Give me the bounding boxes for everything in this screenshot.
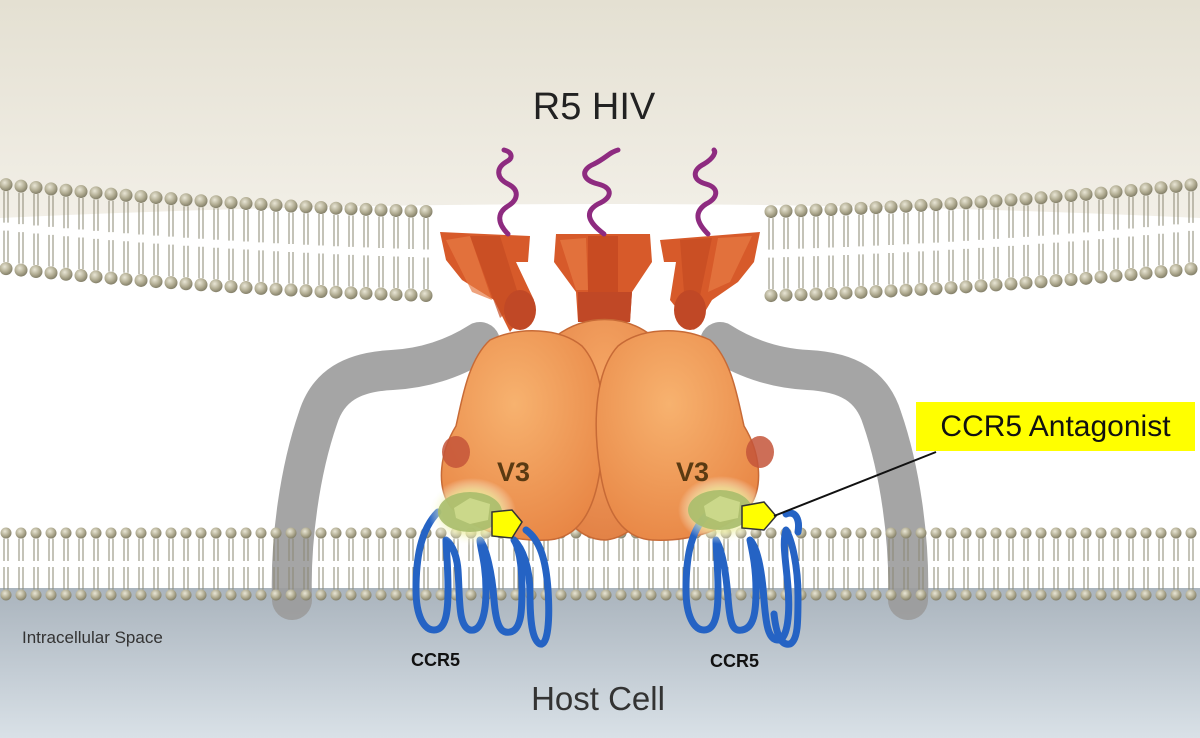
antagonist-pointer-line: [773, 451, 937, 517]
v3-label-left: V3: [497, 457, 531, 487]
gp41-left: [440, 232, 536, 332]
antagonist-molecule-left: [491, 509, 523, 539]
gp41-right: [660, 232, 760, 330]
ccr5-label-right: CCR5: [710, 651, 760, 671]
glycan-left: [496, 147, 519, 237]
host-cell-label: Host Cell: [531, 680, 665, 717]
ccr5-antagonist-callout: CCR5 Antagonist: [916, 402, 1195, 451]
v3-label-right: V3: [676, 457, 710, 487]
glycan-right: [692, 147, 719, 237]
gp41-center: [554, 234, 652, 322]
cd4-receptor-right: [700, 322, 929, 620]
ccr5-label-left: CCR5: [411, 650, 461, 670]
intracellular-space-label: Intracellular Space: [22, 628, 163, 647]
title-r5-hiv: R5 HIV: [532, 86, 656, 128]
viral-membrane: [0, 178, 1198, 303]
cd4-receptor-left: [271, 322, 500, 620]
ccr5-receptor-right: [682, 509, 802, 648]
antagonist-molecule-right: [741, 501, 777, 531]
glycan-center: [582, 147, 621, 237]
